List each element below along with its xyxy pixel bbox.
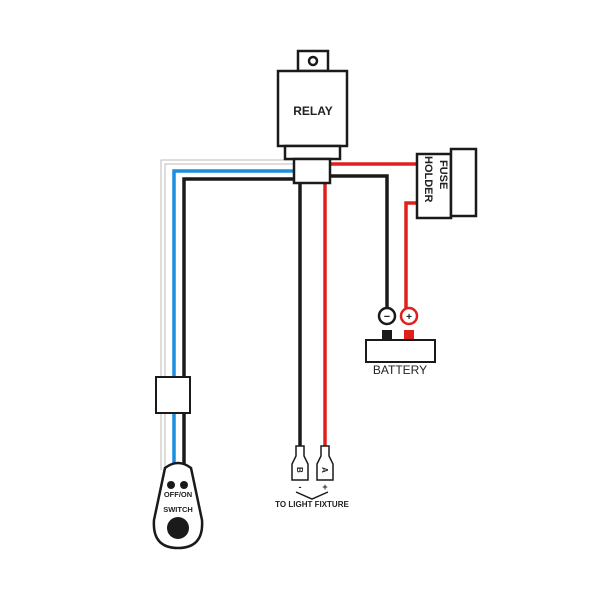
relay-mount-hole: [307, 55, 319, 67]
fixture-pos: +: [322, 482, 327, 492]
battery-label: BATTERY: [373, 363, 427, 377]
relay: [276, 49, 349, 185]
fuse-holder: [415, 147, 478, 220]
switch-state-label: OFF/ON: [164, 490, 192, 499]
relay-body: [276, 69, 349, 148]
black-switch-wire: [182, 177, 294, 470]
switch-body[interactable]: [152, 461, 204, 550]
white-wire: [160, 159, 294, 470]
fixture-label: TO LIGHT FIXTURE: [275, 500, 349, 509]
terminal-a: [316, 445, 334, 481]
fixture-bracket: [295, 491, 329, 500]
black-ground-wire: [330, 174, 389, 308]
inline-connector: [155, 376, 191, 414]
relay-base: [283, 144, 342, 161]
blue-wire: [172, 169, 294, 470]
fuse-label-1: FUSE: [437, 160, 449, 189]
fixture-neg: -: [299, 482, 302, 492]
switch-indicator-off: [167, 481, 175, 489]
battery-positive-terminal: +: [399, 306, 419, 340]
switch-label: SWITCH: [163, 505, 193, 514]
switch-button[interactable]: [167, 517, 189, 539]
fuse-label-2: HOLDER: [422, 156, 434, 203]
terminal-a-label: A: [320, 467, 329, 473]
switch-indicator-on: [180, 481, 188, 489]
battery-body: [365, 339, 436, 363]
pos-symbol: +: [406, 312, 412, 323]
terminal-b: [291, 445, 309, 481]
relay-connector: [292, 157, 332, 185]
battery-negative-terminal: −: [377, 306, 397, 340]
terminal-b-label: B: [295, 467, 304, 473]
neg-symbol: −: [384, 311, 390, 323]
relay-label: RELAY: [293, 104, 333, 118]
red-battery-wire: [404, 201, 417, 308]
